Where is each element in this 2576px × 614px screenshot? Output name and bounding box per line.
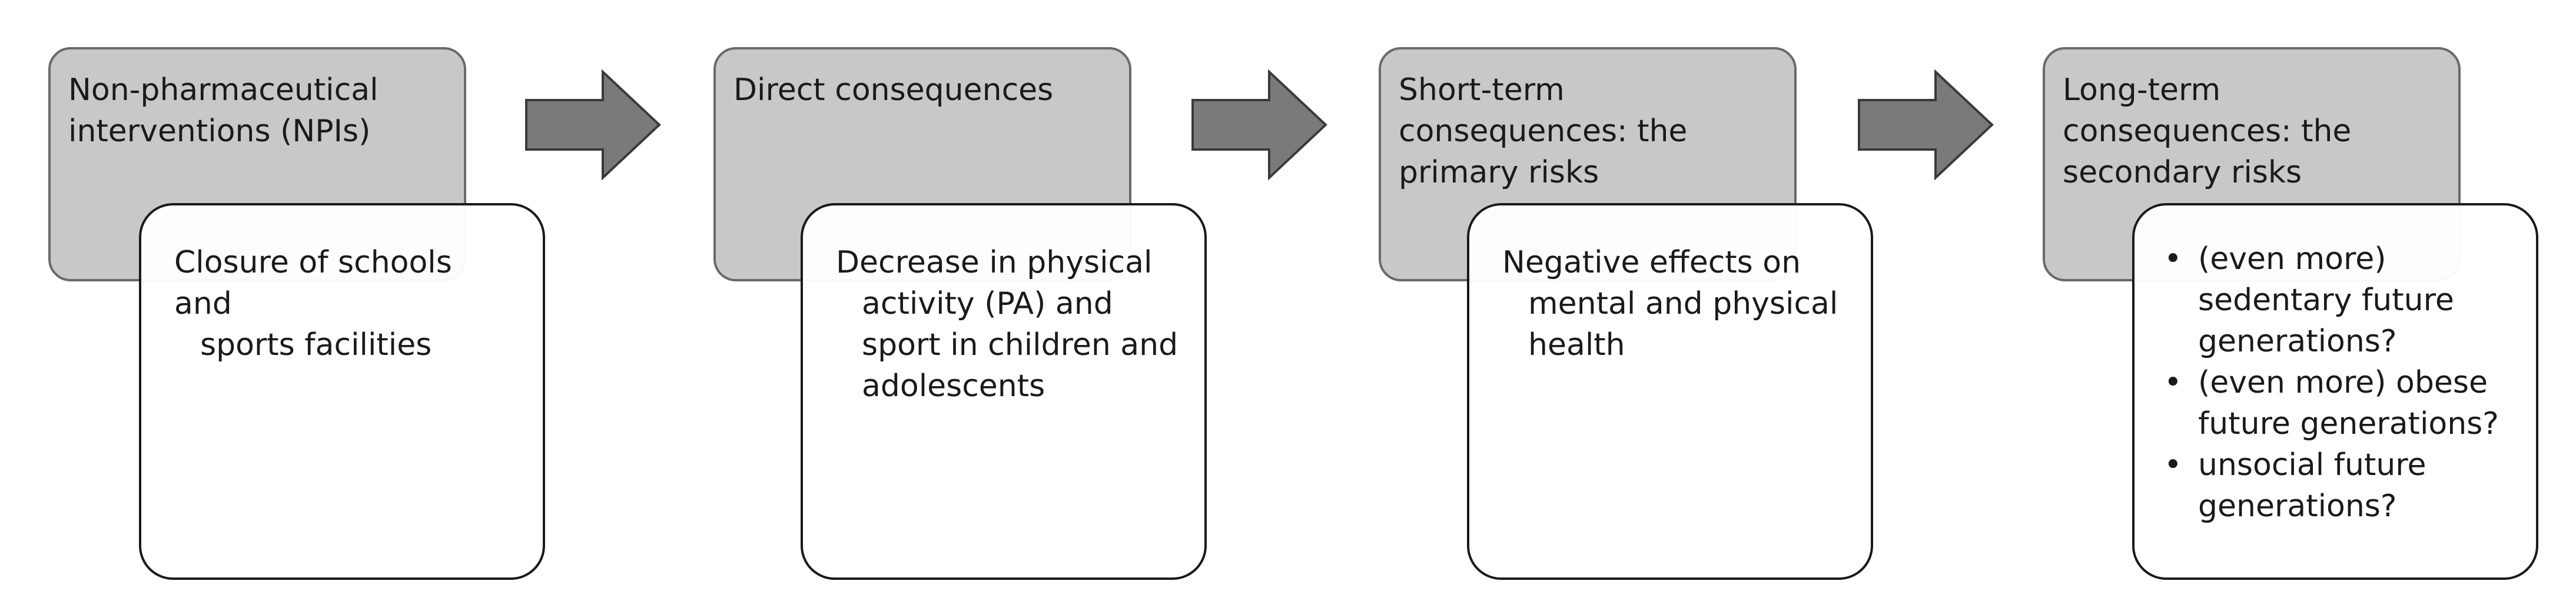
stage-3-header-line-2: consequences: the xyxy=(1399,114,1688,149)
bullet-1-line-1: (even more) xyxy=(2198,241,2386,277)
secondary-risks-list: • (even more) sedentary future generatio… xyxy=(2159,238,2512,527)
stage-1-body: Closure of schools and sports facilities xyxy=(139,203,545,580)
stage-4-header-line-3: secondary risks xyxy=(2063,155,2302,190)
bullet-2-line-1: (even more) obese xyxy=(2198,365,2488,400)
bullet-icon: • xyxy=(2164,241,2182,277)
stage-1-body-line-2: sports facilities xyxy=(200,327,432,363)
stage-4-body: • (even more) sedentary future generatio… xyxy=(2132,203,2538,580)
list-item: • unsocial future generations? xyxy=(2159,444,2512,527)
stage-2-body-line-2: activity (PA) and xyxy=(862,286,1113,321)
stage-2-body-line-1: Decrease in physical xyxy=(836,245,1153,280)
stage-3-header-line-3: primary risks xyxy=(1399,155,1599,190)
stage-3-body-line-2: mental and physical xyxy=(1528,286,1838,321)
list-item: • (even more) sedentary future generatio… xyxy=(2159,238,2512,362)
arrow-2-icon xyxy=(1191,69,1327,180)
arrow-3-icon xyxy=(1858,69,1994,180)
bullet-3-line-1: unsocial future xyxy=(2198,447,2426,483)
stage-1-body-line-1: Closure of schools and xyxy=(174,245,452,321)
stage-3-body-line-3: health xyxy=(1528,327,1625,363)
bullet-1-line-2: sedentary future xyxy=(2198,283,2454,318)
stage-1-header-line-1: Non-pharmaceutical xyxy=(68,72,379,108)
stage-3-body: Negative effects on mental and physical … xyxy=(1467,203,1873,580)
stage-2-header-line-1: Direct consequences xyxy=(733,72,1054,108)
stage-2-body-line-3: sport in children and xyxy=(862,327,1179,363)
stage-4-header-line-1: Long-term xyxy=(2063,72,2221,108)
stage-2-body-line-4: adolescents xyxy=(862,369,1045,404)
bullet-icon: • xyxy=(2164,447,2182,483)
stage-1-header-line-2: interventions (NPIs) xyxy=(68,114,371,149)
bullet-2-line-2: future generations? xyxy=(2198,406,2499,442)
stage-3-header-line-1: Short-term xyxy=(1399,72,1565,108)
arrow-1-icon xyxy=(525,69,661,180)
stage-3-body-line-1: Negative effects on xyxy=(1502,245,1801,280)
list-item: • (even more) obese future generations? xyxy=(2159,362,2512,444)
bullet-1-line-3: generations? xyxy=(2198,324,2397,359)
bullet-3-line-2: generations? xyxy=(2198,489,2397,524)
stage-2-body: Decrease in physical activity (PA) and s… xyxy=(801,203,1207,580)
stage-4-header-line-2: consequences: the xyxy=(2063,114,2352,149)
bullet-icon: • xyxy=(2164,365,2182,400)
